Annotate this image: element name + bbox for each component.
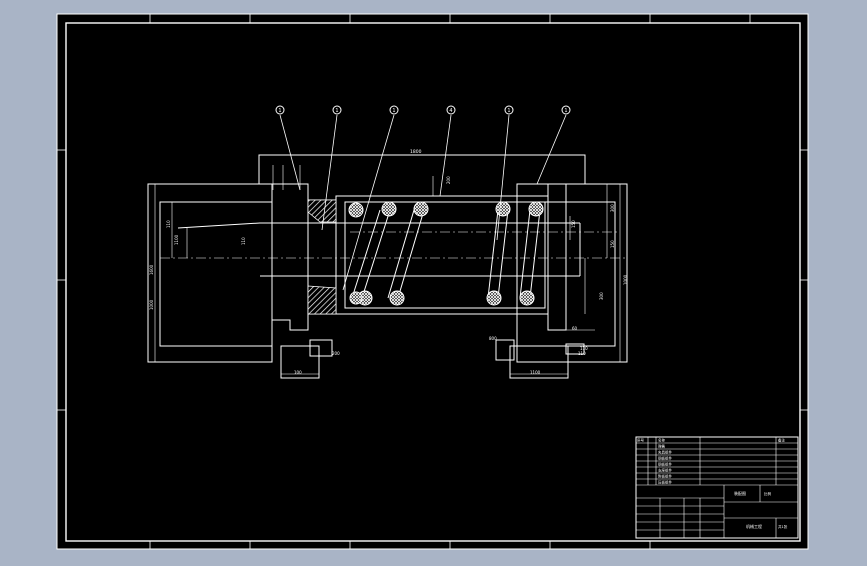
right-support-cap [495, 339, 515, 361]
dim-left-height: 1600 [149, 264, 154, 275]
dim-right-height: 1000 [623, 274, 628, 285]
tb-row-1: 弹簧 [658, 444, 666, 449]
dim-bottom-right: 110 [578, 351, 586, 356]
balloon-2: 1 [332, 105, 342, 115]
tb-drawing-title: 装配图 [734, 490, 746, 496]
centerlines [160, 231, 625, 259]
dim-right-mid: 150 [610, 240, 615, 248]
dim-right-base: 110 [580, 346, 588, 351]
title-block-text: 序号 名称 备注 弹簧 夹具组件 钢板组件 钢板组件 支座组件 附板组件 压板组… [637, 438, 788, 530]
flange-hatch-top [307, 199, 337, 223]
tb-header-no: 序号 [637, 438, 645, 443]
dim-top-small: 200 [446, 176, 451, 184]
balloon-1: 1 [275, 105, 285, 115]
tb-company: 机械工程 [746, 523, 762, 529]
dim-right-dim: 60 [572, 326, 578, 331]
dimension-lines [154, 154, 621, 375]
spring-sections [348, 201, 544, 306]
balloon-6-label: 1 [564, 108, 567, 114]
dim-right-small: 150 [571, 220, 576, 228]
tb-header-name: 名称 [658, 438, 666, 443]
right-support [509, 345, 569, 379]
dim-overall-top: 1800 [410, 149, 422, 155]
tb-row-2: 夹具组件 [658, 450, 672, 455]
drawing-sheet [56, 13, 809, 550]
leader-lines [279, 114, 567, 291]
dim-bottom-mid: 800 [489, 336, 497, 341]
shaft-top [177, 222, 580, 229]
flange-hatch-bottom [307, 285, 337, 315]
tb-row-3: 钢板组件 [658, 456, 672, 461]
drawing-border [65, 22, 801, 542]
border-ticks [57, 14, 808, 549]
dim-bottom-right2: 1100 [530, 370, 541, 375]
tb-row-7: 压板组件 [658, 480, 672, 485]
spring-barrel-inner [344, 201, 546, 309]
assembly-outline [147, 154, 628, 379]
tb-row-5: 支座组件 [658, 468, 672, 473]
dim-right-lower: 300 [599, 292, 604, 300]
left-support-cap [309, 339, 333, 357]
left-support [280, 345, 320, 379]
dimension-labels: 1800 200 1600 1000 110 1100 110 1000 300… [149, 149, 628, 375]
dim-left-upper: 110 [166, 220, 171, 228]
spring-coils [351, 209, 541, 299]
balloon-5-label: 1 [507, 108, 510, 114]
right-end [547, 184, 567, 331]
balloon-1-label: 1 [278, 108, 281, 114]
dim-bottom-left2: 100 [294, 370, 302, 375]
balloon-3-label: 1 [392, 108, 395, 114]
tb-row-4: 钢板组件 [658, 462, 672, 467]
dim-left-inner2: 110 [241, 237, 246, 245]
dim-bottom-left: 200 [332, 351, 340, 356]
title-block [635, 436, 799, 539]
tb-header-note: 备注 [778, 438, 786, 443]
dim-left-mid: 1000 [149, 299, 154, 310]
dim-left-inner: 1100 [174, 234, 179, 245]
tb-row-6: 附板组件 [658, 474, 672, 479]
balloon-3: 1 [389, 105, 399, 115]
balloons: 1 1 1 4 1 1 [275, 105, 571, 115]
balloon-6: 1 [561, 105, 571, 115]
balloon-4: 4 [446, 105, 456, 115]
tb-sheet-label: 共1张 [778, 524, 788, 529]
balloon-5: 1 [504, 105, 514, 115]
balloon-2-label: 1 [335, 108, 338, 114]
balloon-4-label: 4 [449, 108, 452, 114]
right-support-cap2 [565, 343, 585, 355]
dim-right-upper: 300 [610, 204, 615, 212]
tb-scale-label: 比例 [764, 491, 772, 496]
